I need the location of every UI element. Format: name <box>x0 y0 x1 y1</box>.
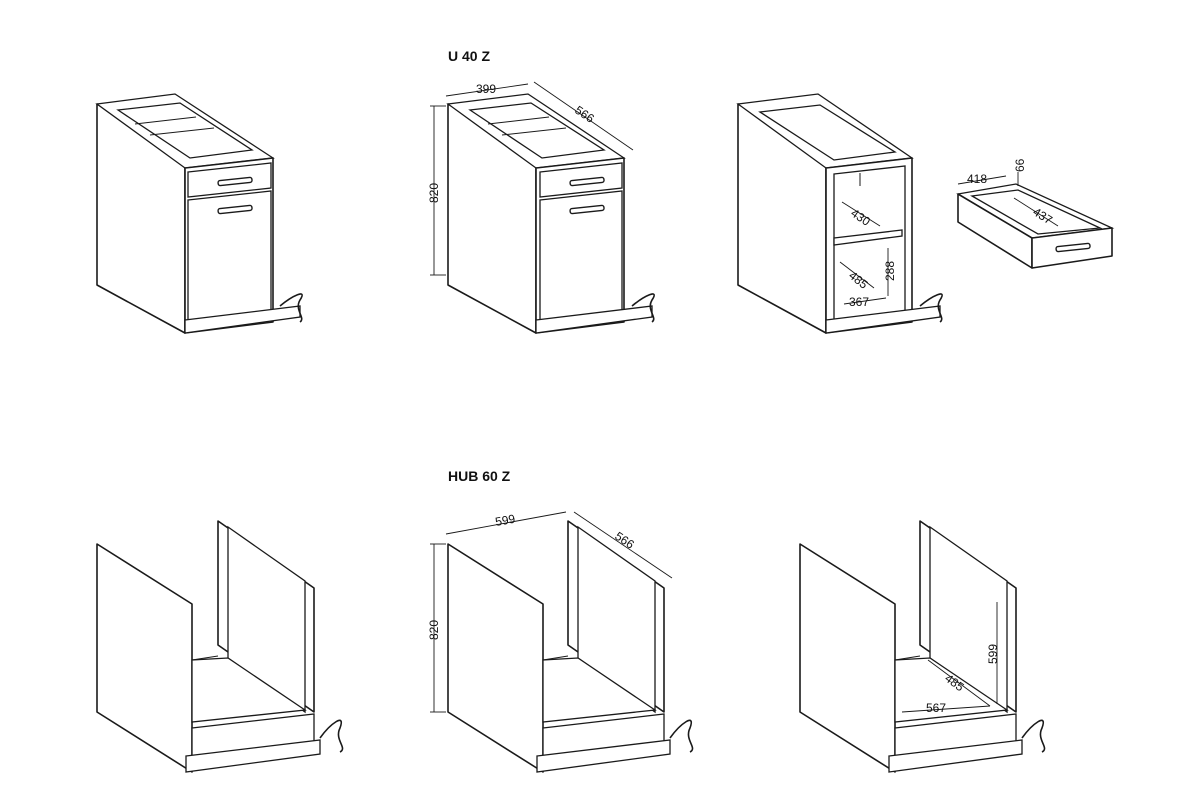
cabinet-u40z-dimensioned <box>430 81 655 334</box>
dim-opening-width: 567 <box>926 701 946 715</box>
dim-height-top: 820 <box>427 183 441 203</box>
dim-drawer-height: 66 <box>1013 158 1027 172</box>
drawer-box <box>956 172 1115 269</box>
cabinet-hub60z-inner <box>799 520 1046 773</box>
dim-height-bottom: 820 <box>427 620 441 640</box>
dim-opening-height: 599 <box>986 644 1000 664</box>
title-u40z: U 40 Z <box>448 48 491 64</box>
cabinet-u40z-closed <box>95 93 303 334</box>
dim-drawer-width: 418 <box>967 172 987 186</box>
cabinet-u40z-open <box>736 93 943 334</box>
dim-width-top: 399 <box>476 82 496 96</box>
cabinet-hub60z-plain <box>96 520 344 773</box>
dim-width-bottom: 599 <box>494 512 516 529</box>
cabinet-hub60z-dimensioned <box>430 511 694 773</box>
dim-depth-bottom: 566 <box>612 529 637 552</box>
dim-inner-width-top: 367 <box>849 295 869 309</box>
title-hub60z: HUB 60 Z <box>448 468 511 484</box>
dim-inner-height-top: 288 <box>883 261 897 281</box>
